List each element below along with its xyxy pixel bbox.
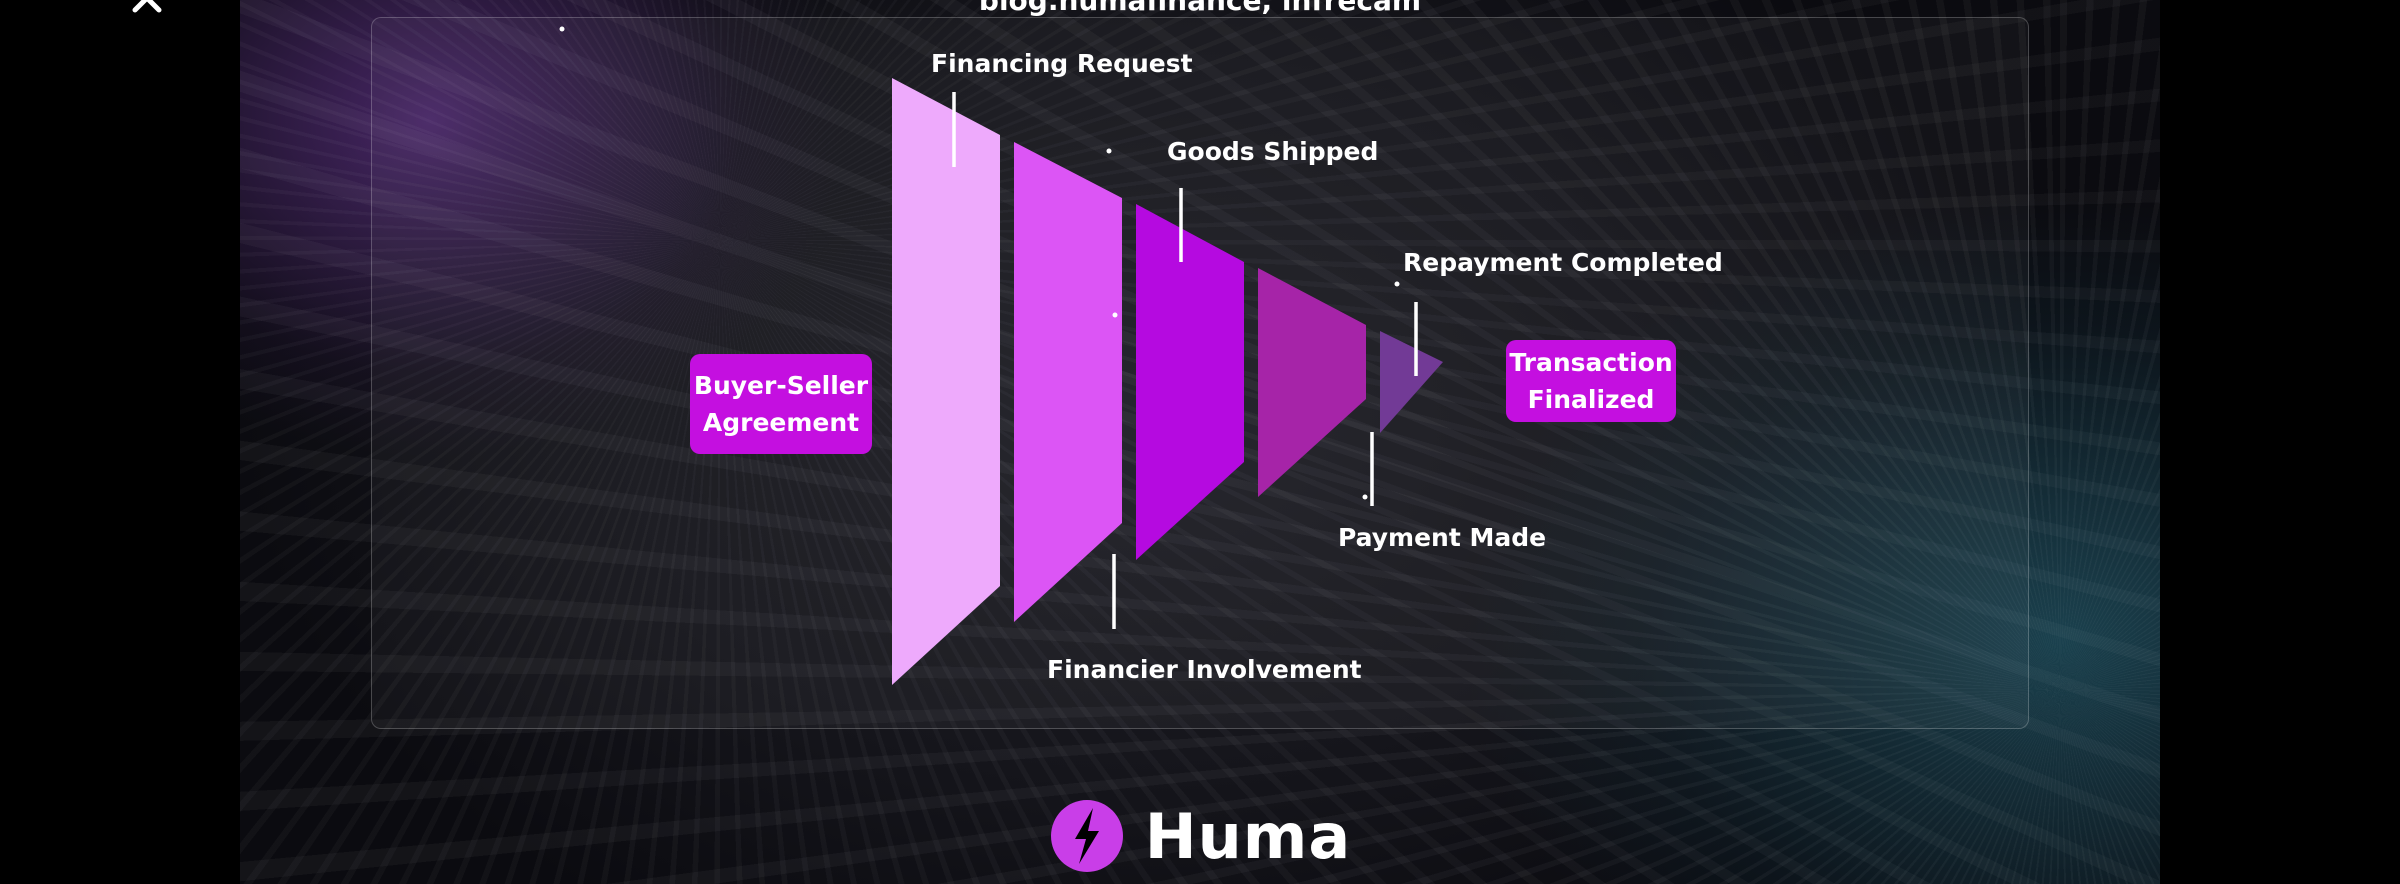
diagram-card: Buyer-Seller Agreement Transaction Final… <box>371 17 2029 729</box>
funnel-segment-4 <box>1258 268 1366 497</box>
slide-image: blog.humafinance, infrecam <box>240 0 2160 884</box>
transaction-finalized-pill: Transaction Finalized <box>1506 340 1676 422</box>
huma-logo-icon <box>1050 800 1123 872</box>
pill-line: Transaction <box>1509 348 1673 377</box>
funnel-segment-3 <box>1136 204 1244 560</box>
label-financier-involvement: Financier Involvement <box>1047 655 1362 684</box>
funnel-segment-2 <box>1014 142 1122 622</box>
pill-line: Buyer-Seller <box>693 371 869 400</box>
source-caption: blog.humafinance, infrecam <box>978 0 1422 17</box>
close-icon <box>132 0 162 13</box>
funnel-segment-5 <box>1380 331 1443 433</box>
pill-line: Finalized <box>1527 385 1655 414</box>
sparkle-dot <box>1394 281 1400 287</box>
funnel-segment-1 <box>892 78 1000 685</box>
label-payment-made: Payment Made <box>1338 523 1547 552</box>
close-button[interactable] <box>122 0 172 14</box>
funnel-diagram <box>559 26 1443 685</box>
sparkle-dot <box>559 26 565 32</box>
pill-line: Agreement <box>702 408 860 437</box>
sparkle-dot <box>1112 312 1118 318</box>
buyer-seller-agreement-pill: Buyer-Seller Agreement <box>690 354 872 454</box>
label-repayment-completed: Repayment Completed <box>1403 248 1723 277</box>
brand-name: Huma <box>1144 799 1352 873</box>
huma-logo: Huma <box>240 796 2160 876</box>
label-goods-shipped: Goods Shipped <box>1167 137 1379 166</box>
label-financing-request: Financing Request <box>931 49 1193 78</box>
sparkle-dot <box>1362 494 1368 500</box>
sparkle-dot <box>1106 148 1112 154</box>
